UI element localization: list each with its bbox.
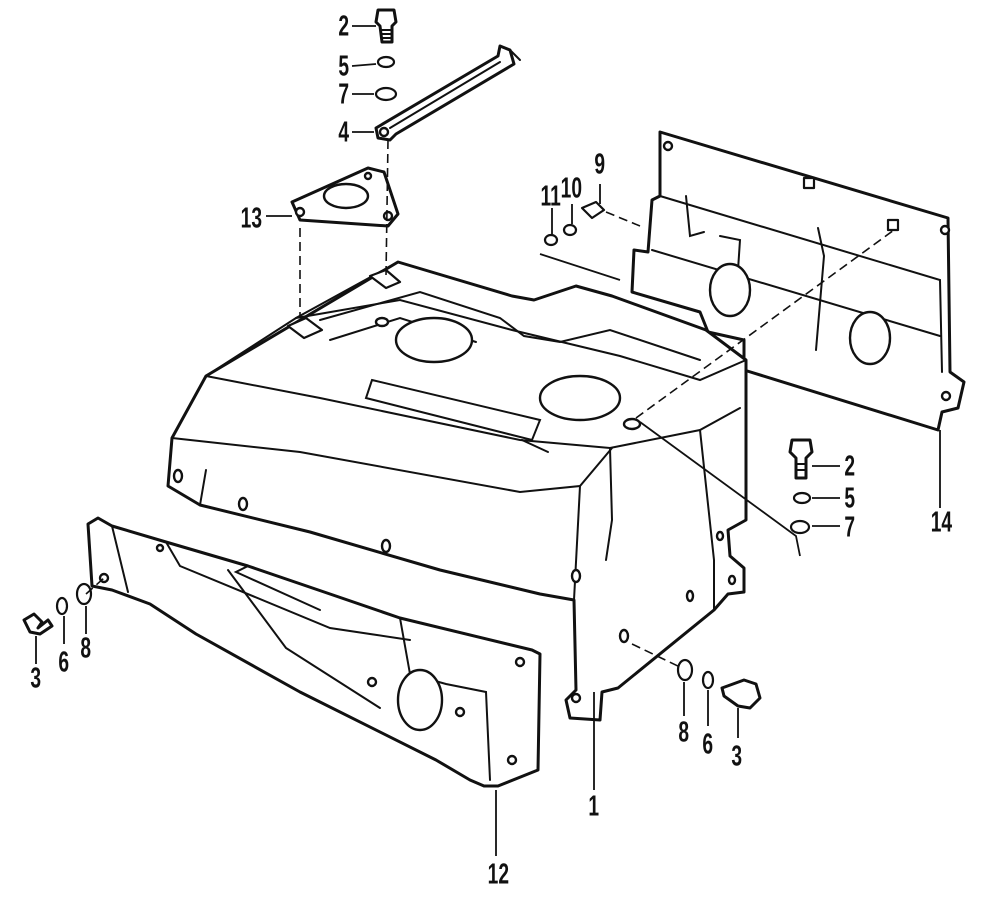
top-hardware	[374, 8, 398, 102]
label-front-bracket: 12	[488, 859, 509, 891]
small-hardware	[543, 200, 606, 247]
label-right-bolt: 2	[844, 451, 855, 483]
strap	[374, 44, 521, 142]
label-back-bracket: 14	[931, 507, 953, 539]
label-top-lock-washer: 5	[338, 51, 349, 83]
label-right-lock-washer: 5	[844, 483, 855, 515]
right-lower-hardware	[676, 658, 762, 710]
front-lower-bracket	[86, 516, 542, 788]
label-right-flat-washer: 7	[844, 512, 855, 544]
label-top-bolt: 2	[338, 11, 349, 43]
leader-lines	[35, 25, 941, 856]
label-washer-10: 10	[561, 173, 582, 205]
left-hardware	[22, 582, 93, 636]
label-left-bolt: 3	[30, 663, 41, 695]
rear-mounting-bracket	[578, 130, 966, 432]
assembly-lines	[85, 139, 895, 669]
right-hardware	[788, 438, 814, 535]
label-right-lower-lock-washer: 6	[702, 729, 713, 761]
label-left-lock-washer: 6	[58, 647, 69, 679]
label-top-flat-washer: 7	[338, 79, 349, 111]
label-nut-11: 11	[541, 181, 561, 213]
callout-labels: 2 5 7 4 13 11 10 9 2 5 7 14 3 6 8 8 6 3 …	[30, 11, 952, 891]
engine-shroud	[166, 260, 748, 722]
label-plate: 13	[241, 203, 262, 235]
label-strap: 4	[338, 117, 349, 149]
label-left-flat-washer: 8	[80, 633, 91, 665]
label-shroud: 1	[588, 791, 599, 823]
label-screw-9: 9	[594, 149, 605, 181]
mounting-plate	[290, 166, 400, 228]
label-right-lower-flat-washer: 8	[678, 717, 689, 749]
label-right-lower-bolt: 3	[731, 741, 742, 773]
